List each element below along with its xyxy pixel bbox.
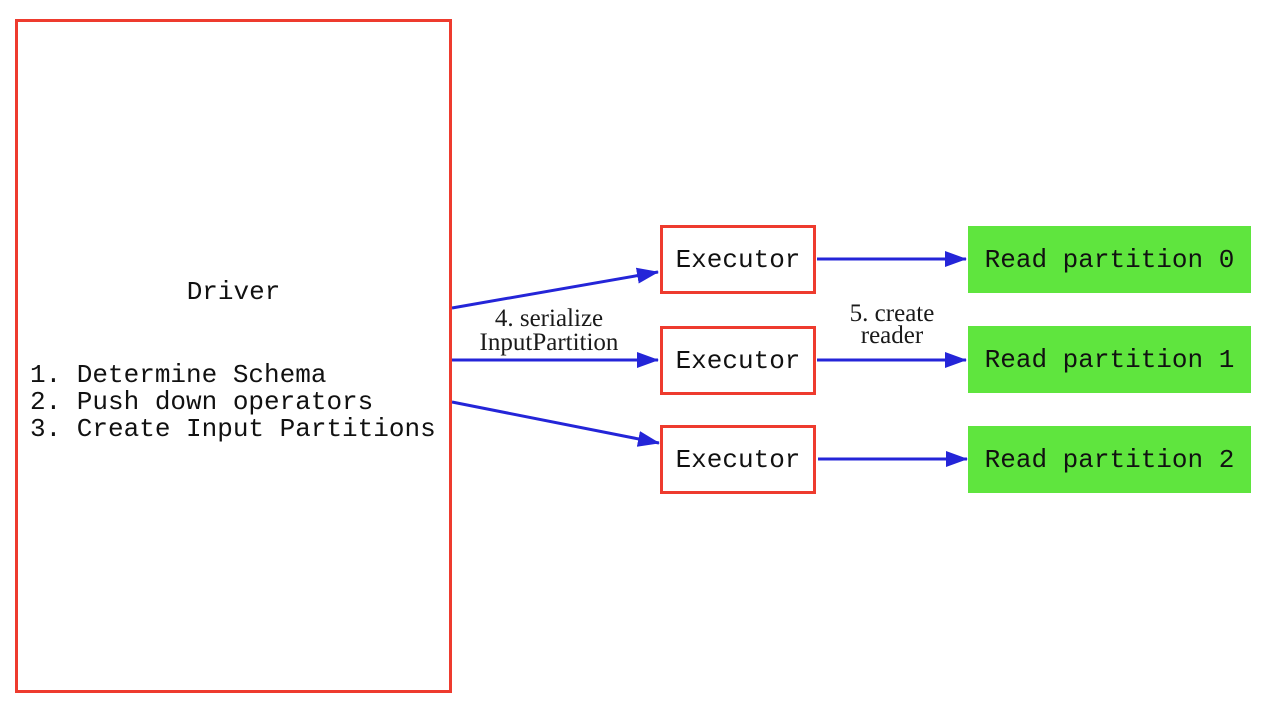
edge-label-line: InputPartition xyxy=(479,329,619,356)
edge-label-line: 4. serialize xyxy=(494,305,604,332)
driver-step: 2. Push down operators xyxy=(30,387,374,417)
driver-step: 3. Create Input Partitions xyxy=(30,414,436,444)
edge-label-serialize-inputpartition: 4. serialize InputPartition xyxy=(439,305,659,356)
arrow-driver-to-executor-0 xyxy=(451,267,659,310)
executor-node-2: Executor xyxy=(660,425,816,494)
executor-node-1: Executor xyxy=(660,326,816,395)
edge-label-create-reader: 5. create reader xyxy=(792,300,992,349)
read-partition-node-2: Read partition 2 xyxy=(968,426,1251,493)
arrow-driver-to-executor-2 xyxy=(451,400,660,447)
read-partition-node-1: Read partition 1 xyxy=(968,326,1251,393)
read-partition-label: Read partition 1 xyxy=(984,344,1235,375)
driver-title: Driver xyxy=(186,277,281,307)
executor-node-0: Executor xyxy=(660,225,816,294)
edge-label-line: 5. create xyxy=(849,300,935,327)
edge-label-line: reader xyxy=(860,322,924,349)
executor-label: Executor xyxy=(675,444,801,475)
driver-steps-list: 1. Determine Schema 2. Push down operato… xyxy=(30,362,436,443)
read-partition-label: Read partition 2 xyxy=(984,444,1235,475)
driver-step: 1. Determine Schema xyxy=(30,360,327,390)
executor-label: Executor xyxy=(675,244,801,275)
executor-label: Executor xyxy=(675,345,801,376)
read-partition-label: Read partition 0 xyxy=(984,244,1235,275)
read-partition-node-0: Read partition 0 xyxy=(968,226,1251,293)
driver-node: Driver 1. Determine Schema 2. Push down … xyxy=(15,19,452,693)
